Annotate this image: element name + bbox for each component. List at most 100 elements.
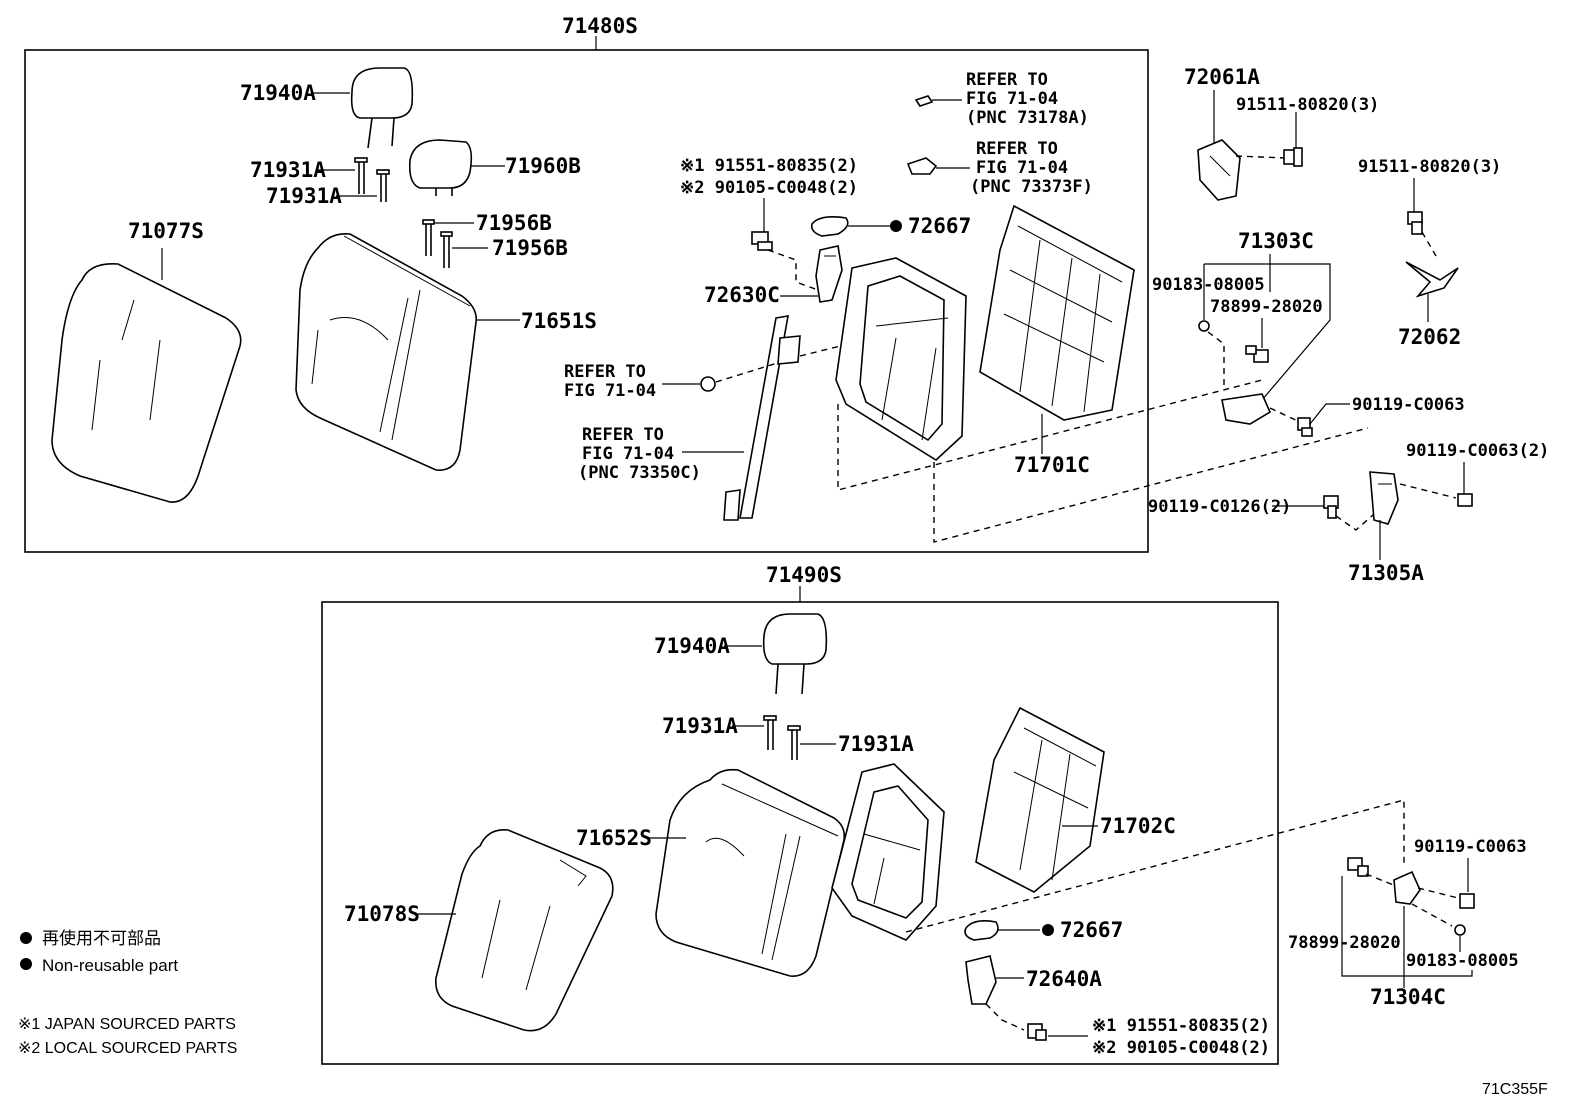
svg-text:FIG 71-04: FIG 71-04 [582, 444, 674, 464]
legend-marker-en [20, 958, 32, 970]
label-71304c: 71304C [1370, 985, 1446, 1009]
label-72062: 72062 [1398, 325, 1461, 349]
headrest-71940a [350, 67, 414, 149]
hinge-72061a [1197, 139, 1241, 201]
label-71652s: 71652S [576, 826, 652, 850]
svg-text:REFER TO: REFER TO [966, 70, 1048, 90]
label-71702c: 71702C [1100, 814, 1176, 838]
label-upper-bolt-note-1: ※1 91551-80835(2) [680, 156, 858, 176]
non-reusable-marker [890, 220, 902, 232]
bolt-91511-2 [1407, 211, 1423, 235]
seatback-pad-71651s [295, 232, 478, 471]
refer-block-2: REFER TO FIG 71-04 (PNC 73373F) [970, 139, 1093, 197]
headrest-lower [762, 613, 828, 695]
nut-90183-2 [1454, 924, 1466, 936]
guide-71931a-upper [354, 157, 390, 202]
seat-frame-upper [835, 257, 967, 462]
refer-block-1: REFER TO FIG 71-04 (PNC 73178A) [966, 70, 1089, 128]
seatback-cover-71078s [435, 829, 614, 1032]
bracket-72062 [1405, 261, 1459, 298]
label-90119-c0126: 90119-C0126(2) [1148, 497, 1291, 517]
label-lower-bolt-note-2: ※2 90105-C0048(2) [1092, 1038, 1270, 1058]
figure-code: 71C355F [1482, 1081, 1548, 1098]
refer-block-4: REFER TO FIG 71-04 (PNC 73350C) [578, 425, 701, 483]
label-90119-c0063-3: 90119-C0063 [1414, 837, 1527, 857]
label-71956b-1: 71956B [476, 211, 552, 235]
lock-bracket-71303c [1221, 393, 1272, 425]
bracket-72630c [815, 245, 843, 303]
label-72667-lower: 72667 [1060, 918, 1123, 942]
svg-text:FIG 71-04: FIG 71-04 [966, 89, 1058, 109]
clip-part-73178a [914, 95, 934, 107]
upper-assembly-box [24, 49, 1149, 553]
label-72667-upper: 72667 [908, 214, 971, 238]
bolt-78899-2 [1347, 857, 1369, 877]
legend-non-reusable-jp: 再使用不可部品 [42, 928, 161, 948]
svg-text:REFER TO: REFER TO [582, 425, 664, 445]
lock-bracket-71305a [1369, 471, 1399, 525]
svg-text:REFER TO: REFER TO [564, 362, 646, 382]
label-91511-80820-1: 91511-80820(3) [1236, 95, 1379, 115]
label-upper-bolt-note-2: ※2 90105-C0048(2) [680, 178, 858, 198]
clip-part-73373f [906, 157, 938, 175]
svg-text:REFER TO: REFER TO [976, 139, 1058, 159]
svg-text:(PNC 73350C): (PNC 73350C) [578, 463, 701, 483]
label-71931a-lower-1: 71931A [662, 714, 738, 738]
label-78899-28020-2: 78899-28020 [1288, 933, 1401, 953]
label-72061a: 72061A [1184, 65, 1260, 89]
svg-text:FIG 71-04: FIG 71-04 [976, 158, 1068, 178]
bolt-90119-3 [1323, 495, 1339, 519]
bolt-90119-4 [1459, 893, 1475, 909]
seat-frame-lower [831, 763, 945, 941]
legend-note-1: ※1 JAPAN SOURCED PARTS [18, 1016, 236, 1033]
label-71078s: 71078S [344, 902, 420, 926]
label-71701c: 71701C [1014, 453, 1090, 477]
bolt-90119-2 [1457, 493, 1473, 507]
label-71960b: 71960B [505, 154, 581, 178]
refer-block-3: REFER TO FIG 71-04 [564, 362, 656, 401]
label-91511-80820-2: 91511-80820(3) [1358, 157, 1501, 177]
back-panel-71701c [979, 204, 1135, 421]
bolt-upper [751, 231, 773, 251]
label-90183-08005-1: 90183-08005 [1152, 275, 1265, 295]
seatback-pad-71652s [655, 768, 846, 977]
label-71931a-upper-1: 71931A [250, 158, 326, 182]
legend-non-reusable-en: Non-reusable part [42, 956, 178, 975]
label-71305a: 71305A [1348, 561, 1424, 585]
label-90119-c0063-1: 90119-C0063 [1352, 395, 1465, 415]
label-71931a-upper-2: 71931A [266, 184, 342, 208]
legend-marker-jp [20, 932, 32, 944]
non-reusable-marker-lower [1042, 924, 1054, 936]
nut-refer-3 [700, 376, 716, 392]
label-78899-28020-1: 78899-28020 [1210, 297, 1323, 317]
cap-72667-lower [964, 920, 999, 941]
cap-72667-upper [810, 216, 849, 237]
svg-text:FIG 71-04: FIG 71-04 [564, 381, 656, 401]
label-90119-c0063-2: 90119-C0063(2) [1406, 441, 1549, 461]
guide-71956b [422, 219, 453, 268]
label-71956b-2: 71956B [492, 236, 568, 260]
label-71303c: 71303C [1238, 229, 1314, 253]
bolt-91511-1 [1283, 147, 1303, 167]
bolt-90119-1 [1297, 417, 1313, 437]
headrest-71960b [408, 139, 473, 196]
svg-text:(PNC 73178A): (PNC 73178A) [966, 108, 1089, 128]
seatback-cover-71077s [51, 263, 242, 503]
legend-note-2: ※2 LOCAL SOURCED PARTS [18, 1040, 237, 1057]
guide-lower [763, 715, 801, 760]
label-72640a: 72640A [1026, 967, 1102, 991]
bolt-lower [1027, 1023, 1047, 1041]
seatbelt-guide [723, 315, 801, 521]
label-90183-08005-2: 90183-08005 [1406, 951, 1519, 971]
back-panel-71702c [975, 706, 1105, 893]
bracket-72640a [965, 955, 997, 1005]
label-71077s: 71077S [128, 219, 204, 243]
label-71940a-upper: 71940A [240, 81, 316, 105]
lock-bracket-71304c [1393, 870, 1421, 905]
label-71651s: 71651S [521, 309, 597, 333]
label-72630c: 72630C [704, 283, 780, 307]
svg-text:(PNC 73373F): (PNC 73373F) [970, 177, 1093, 197]
label-71931a-lower-2: 71931A [838, 732, 914, 756]
upper-assembly-code: 71480S [562, 14, 638, 38]
